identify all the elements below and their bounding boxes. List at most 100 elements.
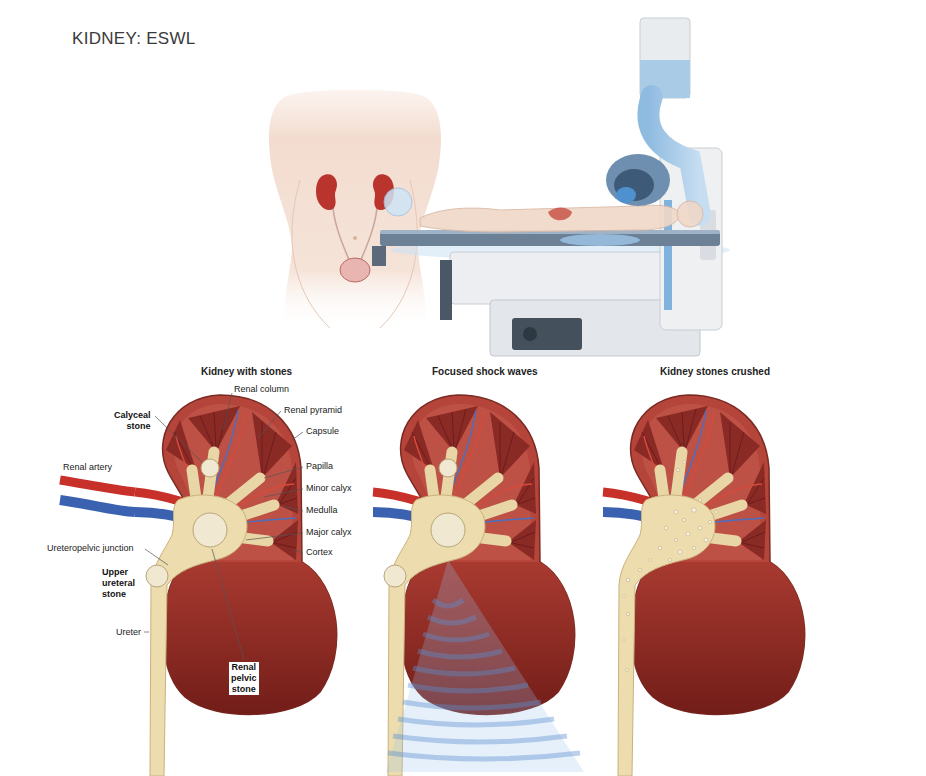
art-circle xyxy=(626,669,629,672)
art-circle xyxy=(704,538,708,542)
art-circle xyxy=(715,511,718,514)
diagram-title: KIDNEY: ESWL xyxy=(72,29,196,49)
part-label: Medulla xyxy=(305,505,339,516)
part-label: Ureteropelvic junction xyxy=(46,543,135,554)
art-circle xyxy=(623,595,626,598)
art-circle xyxy=(682,518,685,521)
art-circle xyxy=(664,526,667,529)
art-ellipse xyxy=(560,234,640,246)
panel-heading: Focused shock waves xyxy=(432,366,538,377)
torso-figure xyxy=(269,90,441,330)
kidney-stones-crushed xyxy=(603,395,838,776)
art-line xyxy=(258,411,281,438)
art-use xyxy=(378,395,608,776)
art-circle xyxy=(649,559,652,562)
art-circle xyxy=(692,546,695,549)
part-label: Cortex xyxy=(305,547,334,558)
part-label: Minor calyx xyxy=(305,483,353,494)
art-line xyxy=(144,632,149,633)
art-rect xyxy=(372,246,386,266)
part-label: Renal artery xyxy=(62,462,113,473)
art-path xyxy=(428,617,476,623)
stone-label: Renal pelvic stone xyxy=(229,662,259,695)
art-line xyxy=(223,393,232,430)
art-line xyxy=(155,416,202,462)
art-circle xyxy=(675,539,678,542)
art-circle xyxy=(626,578,630,582)
art-rect xyxy=(440,260,452,320)
art-circle xyxy=(384,565,406,587)
part-label: Renal column xyxy=(233,384,290,395)
art-circle xyxy=(708,520,711,523)
art-circle xyxy=(658,546,662,550)
leader-lines xyxy=(144,393,303,660)
art-path xyxy=(333,198,350,262)
art-path xyxy=(403,702,541,708)
art-path xyxy=(548,208,572,221)
art-line xyxy=(282,506,303,511)
part-label: Papilla xyxy=(305,461,334,472)
art-g xyxy=(146,459,227,587)
art-g xyxy=(388,600,580,759)
art-circle xyxy=(523,327,537,341)
art-use xyxy=(608,395,838,776)
part-label: Capsule xyxy=(305,426,340,437)
art-circle xyxy=(698,526,702,530)
art-path xyxy=(408,685,528,691)
art-line xyxy=(294,550,303,553)
part-label: Ureter xyxy=(115,627,142,638)
art-circle xyxy=(623,639,626,642)
stone-label: Upper ureteral stone xyxy=(100,567,137,600)
art-path xyxy=(269,90,441,330)
art-circle xyxy=(201,459,219,477)
art-circle xyxy=(674,510,678,514)
art-rect xyxy=(450,252,690,304)
art-circle xyxy=(686,532,690,536)
art-rect xyxy=(380,232,720,246)
kidney-with-stones xyxy=(60,395,370,776)
part-label: Renal pyramid xyxy=(283,405,343,416)
art-path xyxy=(386,560,584,772)
art-path xyxy=(60,480,135,492)
art-circle xyxy=(431,513,465,547)
art-line xyxy=(264,489,303,497)
art-ellipse xyxy=(606,154,670,206)
stone-label: Calyceal stone xyxy=(112,410,153,432)
art-ellipse xyxy=(616,187,636,203)
art-circle xyxy=(676,468,679,471)
art-circle xyxy=(692,508,696,512)
art-circle xyxy=(678,550,682,554)
art-ellipse xyxy=(340,258,370,282)
art-circle xyxy=(353,236,357,240)
art-line xyxy=(264,467,303,478)
art-path xyxy=(433,600,463,606)
lithotripter-machine xyxy=(372,18,730,356)
art-circle xyxy=(683,461,686,464)
art-path xyxy=(413,668,515,674)
panel-heading: Kidney with stones xyxy=(201,366,292,377)
art-path xyxy=(60,500,135,512)
art-line xyxy=(212,549,244,660)
art-circle xyxy=(626,612,629,615)
art-line xyxy=(292,432,303,440)
art-path xyxy=(420,205,680,232)
art-circle xyxy=(668,558,671,561)
art-circle xyxy=(384,188,412,216)
kidney-shock-waves xyxy=(373,395,608,776)
art-g xyxy=(623,461,718,672)
art-circle xyxy=(638,568,641,571)
art-circle xyxy=(677,201,703,227)
art-path xyxy=(423,634,489,640)
art-line xyxy=(145,549,168,565)
part-label: Major calyx xyxy=(305,527,353,538)
art-path xyxy=(393,736,567,742)
art-path xyxy=(388,753,580,759)
art-circle xyxy=(193,513,227,547)
art-path xyxy=(398,719,554,725)
panel-heading: Kidney stones crushed xyxy=(660,366,770,377)
art-circle xyxy=(699,499,702,502)
art-use xyxy=(140,395,370,776)
art-path xyxy=(418,651,502,657)
